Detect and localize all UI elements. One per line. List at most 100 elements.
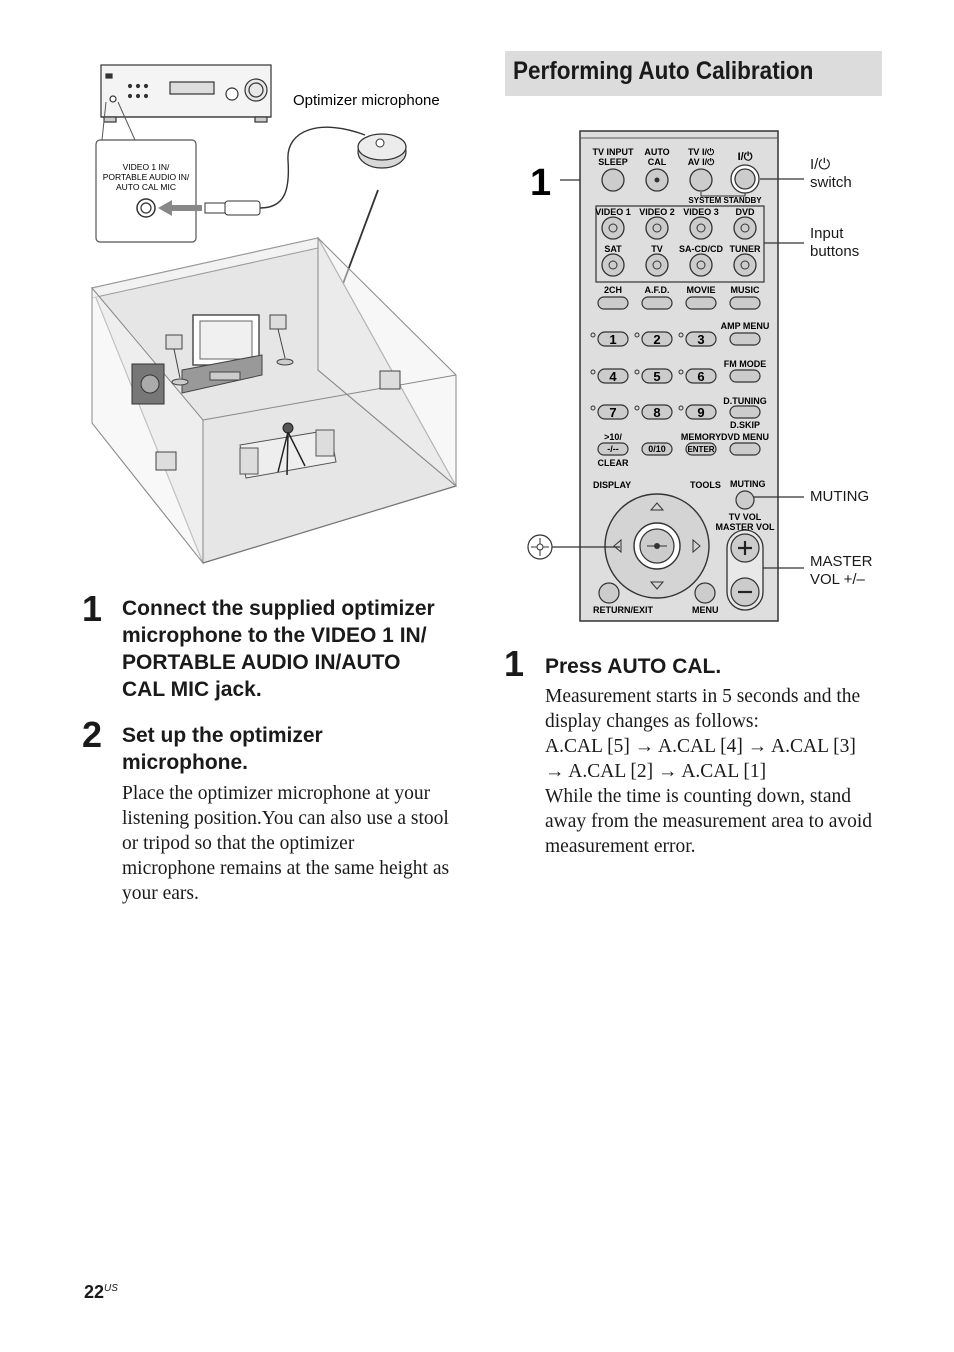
btn-label: ENTER [687,445,714,454]
btn-label: VIDEO 2 [639,207,675,217]
muting-button[interactable] [735,490,755,510]
btn-label: I/⏻ [738,150,753,163]
numpad-key-label: 2 [653,332,660,347]
btn-label: DVD MENU [721,432,769,442]
key-dot [634,332,640,338]
sacd-cd-button[interactable] [689,253,713,277]
btn-label: TV I/⏻ [688,147,715,157]
btn-label: CAL [648,157,667,167]
step-2-title-line: microphone. [122,751,249,774]
return-exit-button[interactable] [598,582,620,604]
numpad-key-8[interactable] [641,404,673,420]
video1-button[interactable] [601,216,625,240]
menu-button[interactable] [694,582,716,604]
movie-button[interactable] [685,296,717,310]
numpad-key-5[interactable] [641,368,673,384]
key-dot [634,405,640,411]
btn-label: 2CH [604,285,622,295]
input-buttons-callout: Input buttons [810,225,859,261]
numpad-key-3[interactable] [685,331,717,347]
btn-label: MASTER VOL [715,522,775,532]
page-suffix: US [104,1283,118,1294]
body-line: Measurement starts in 5 seconds and the [545,686,861,707]
ten-button[interactable] [597,442,629,456]
right-step-body: Measurement starts in 5 seconds and the … [545,684,885,859]
amp-menu-button[interactable] [729,332,761,346]
enter-button[interactable] [685,442,717,456]
body-line: Place the optimizer microphone at your [122,783,431,804]
btn-label: MENU [692,605,719,615]
right-step-number: 1 [504,643,525,684]
numpad-key-9[interactable] [685,404,717,420]
section-title: Performing Auto Calibration [513,57,814,85]
numpad-key-4[interactable] [597,368,629,384]
callout-line: Input [810,225,844,242]
numpad-key-2[interactable] [641,331,673,347]
btn-label: SA-CD/CD [679,244,723,254]
input-buttons-group [595,205,765,283]
tv-av-power-button[interactable] [689,168,713,192]
key-dot [634,369,640,375]
tuner-button[interactable] [733,253,757,277]
right-step-title: Press AUTO CAL. [545,655,722,678]
btn-label: D.SKIP [730,420,760,430]
btn-label: 0/10 [648,444,666,454]
remote-control-diagram: 1 TV INPUT SLEEP AUTO CAL TV I/⏻ AV I/⏻ … [527,130,804,622]
body-line: display changes as follows: [545,711,759,732]
numpad-key-label: 9 [697,405,704,420]
receiver-illustration [100,64,272,123]
music-button[interactable] [729,296,761,310]
sat-button[interactable] [601,253,625,277]
step-1-title: Connect the supplied optimizer microphon… [122,595,435,703]
d-tuning-button[interactable] [729,405,761,419]
2ch-button[interactable] [597,296,629,310]
tv-button[interactable] [645,253,669,277]
optimizer-microphone-label: Optimizer microphone [293,92,440,109]
setup-diagram: VIDEO 1 IN/ PORTABLE AUDIO IN/ AUTO CAL … [91,64,457,565]
afd-button[interactable] [641,296,673,310]
numpad-key-label: 3 [697,332,704,347]
jack-box [95,139,197,243]
step-2-body: Place the optimizer microphone at your l… [122,781,467,906]
btn-label: D.TUNING [723,396,767,406]
callout-line: I/⏻ [810,156,831,173]
numpad-key-1[interactable] [597,331,629,347]
callout-line: VOL +/– [810,571,865,588]
room-illustration [91,236,457,565]
callout-line: buttons [810,243,860,260]
btn-label: TUNER [730,244,761,254]
dvd-button[interactable] [733,216,757,240]
btn-label: VIDEO 1 [595,207,631,217]
btn-label: TOOLS [690,480,721,490]
callout-line: switch [810,174,852,191]
btn-label: MOVIE [686,285,715,295]
body-line: or tripod so that the optimizer [122,833,355,854]
key-dot [678,332,684,338]
body-line: measurement error. [545,836,696,857]
body-line: While the time is counting down, stand [545,786,851,807]
dpad[interactable] [604,493,710,599]
master-vol-callout: MASTER VOL +/– [810,553,873,589]
video3-button[interactable] [689,216,713,240]
numpad-key-6[interactable] [685,368,717,384]
arrow-icon [158,200,202,216]
jack-label-line1: VIDEO 1 IN/ [123,162,170,172]
step-1-title-line: microphone to the VIDEO 1 IN/ [122,624,427,647]
btn-label: -/-- [607,444,619,454]
fm-mode-button[interactable] [729,369,761,383]
btn-label: TV VOL [729,512,762,522]
video2-button[interactable] [645,216,669,240]
numpad-key-label: 1 [609,332,616,347]
numpad-key-label: 4 [609,369,617,384]
d-skip-button[interactable] [729,442,761,456]
zero-button[interactable] [641,442,673,456]
key-dot [678,369,684,375]
tv-input-sleep-button[interactable] [601,168,625,192]
remote-callout-number: 1 [530,162,551,204]
key-dot [678,405,684,411]
numpad-key-label: 8 [653,405,660,420]
numpad-key-7[interactable] [597,404,629,420]
btn-label: >10/ [604,432,622,442]
step-2-title: Set up the optimizer microphone. [122,722,323,776]
numpad-key-label: 5 [653,369,660,384]
